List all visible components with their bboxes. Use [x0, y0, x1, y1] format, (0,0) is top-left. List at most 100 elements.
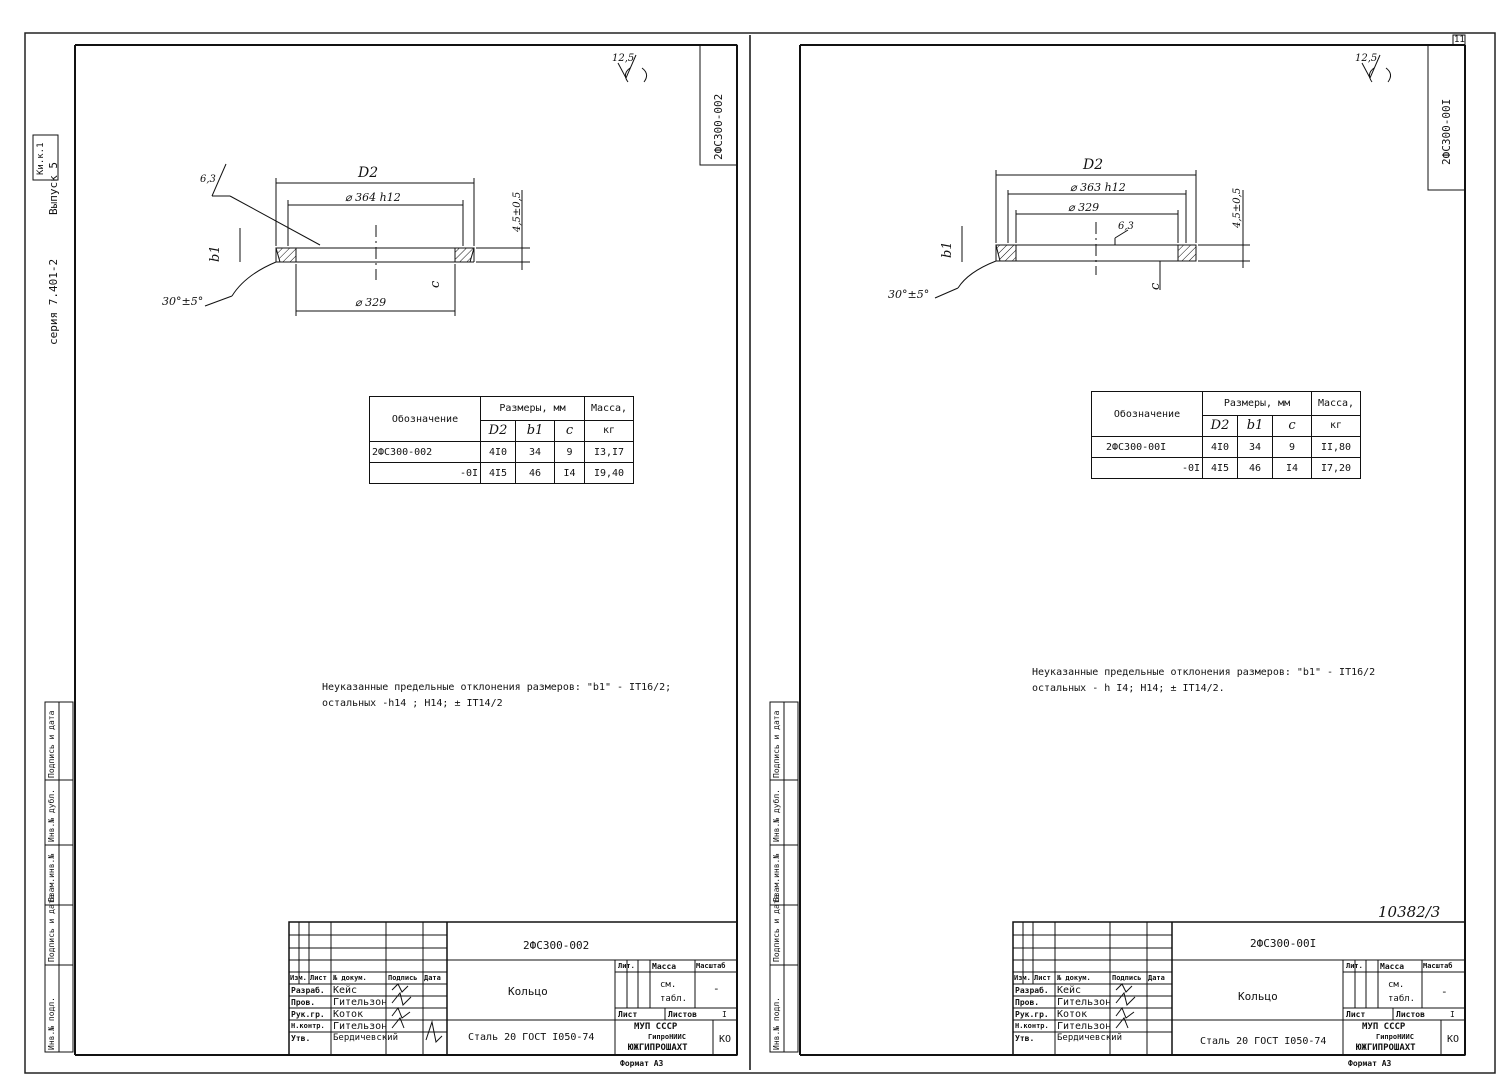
col-designation: Обозначение [369, 396, 481, 442]
dim-b1-left: b1 [208, 245, 223, 262]
role-prov-r: Пров. [1015, 998, 1040, 1007]
org-1: МУП СССР [634, 1022, 678, 1032]
stamp-sign2-label: Подпись и дата [47, 710, 56, 778]
person-2-r: Гительзон [1057, 997, 1112, 1008]
hdr-izm-r: Изм. [1014, 974, 1031, 982]
title-material-right: Сталь 20 ГОСТ I050-74 [1200, 1036, 1327, 1047]
person-5-r: Бердичевский [1057, 1033, 1123, 1043]
stamp-dup-label: Инв.№ дубл. [47, 789, 56, 842]
table-row: -0I 4I5 46 I4 I7,20 [1091, 457, 1361, 479]
note-line2-left: остальных -h14 ; H14; ± IT14/2 [322, 698, 503, 709]
role-ruk: Рук.гр. [291, 1010, 325, 1019]
note-line2-right: остальных - h I4; H14; ± IT14/2. [1032, 683, 1225, 694]
table-row: 2ФС300-002 4I0 34 9 I3,I7 [369, 441, 634, 463]
person-3-r: Коток [1057, 1009, 1088, 1020]
person-4-r: Гительзон [1057, 1021, 1112, 1032]
title-code-left: 2ФС300-002 [523, 939, 590, 952]
col-mass: Масса, [584, 396, 634, 421]
org-3-r: ЮЖГИПРОШАХТ [1356, 1043, 1416, 1053]
hdr-doc: № докум. [333, 974, 367, 982]
person-3: Коток [333, 1009, 364, 1020]
person-4: Гительзон [333, 1021, 388, 1032]
mass-label-r: Масса [1380, 962, 1405, 971]
hdr-izm: Изм. [290, 974, 307, 982]
stamp-replace-label: Взам.инв.№ [47, 853, 56, 902]
hdr-sign: Подпись [388, 974, 418, 982]
stamp-sign-label: Подпись и дата [47, 894, 56, 962]
col-sizes: Размеры, мм [480, 396, 585, 421]
scale-value: - [713, 982, 720, 995]
col-sizes: Размеры, мм [1202, 391, 1312, 416]
stamp-inv-label: Инв.№ подл. [47, 997, 56, 1050]
dim-angle-left: 30°±5° [162, 295, 204, 308]
person-2: Гительзон [333, 997, 388, 1008]
side-code-right: 2ФС300-00I [1440, 98, 1453, 165]
hdr-sign-r: Подпись [1112, 974, 1142, 982]
sheet-label: Ки.к.1 [36, 142, 46, 175]
sheet-number: 11 [1454, 35, 1465, 45]
spec-table-left: Обозначение Размеры, мм Масса, D2 b1 c к… [369, 396, 634, 484]
note-line1-right: Неуказанные предельные отклонения размер… [1032, 667, 1376, 678]
hdr-date: Дата [424, 974, 441, 982]
format-label: Формат А3 [620, 1059, 664, 1068]
dim-D2-left: D2 [358, 165, 379, 181]
dim-height-right: 4,5±0,5 [1232, 187, 1243, 228]
role-razrab-r: Разраб. [1015, 986, 1049, 995]
title-material-left: Сталь 20 ГОСТ I050-74 [468, 1032, 595, 1043]
ko-label-r: КО [1447, 1034, 1460, 1045]
sub-D2: D2 [480, 419, 516, 443]
dim-D2-right: D2 [1083, 157, 1104, 173]
sheets-label-r: Листов [1396, 1010, 1425, 1019]
sub-b1: b1 [515, 419, 555, 443]
role-nkontr-r: Н.контр. [1015, 1022, 1049, 1030]
col-mass-unit: кг [1311, 414, 1361, 438]
scale-label-r: Масштаб [1423, 962, 1453, 970]
roughness-left: 12,5 [612, 53, 635, 64]
org-2: ГипроНИИС [648, 1033, 686, 1041]
roughness-right: 12,5 [1355, 53, 1378, 64]
person-5: Бердичевский [333, 1033, 399, 1043]
issue-label: Выпуск 5 [47, 162, 60, 215]
sub-c: c [1272, 414, 1312, 438]
dim-height-left: 4,5±0,5 [512, 191, 523, 232]
role-razrab: Разраб. [291, 986, 325, 995]
col-designation: Обозначение [1091, 391, 1203, 437]
format-label-r: Формат А3 [1348, 1059, 1392, 1068]
sheet-label-tb: Лист [618, 1010, 638, 1019]
role-utv: Утв. [291, 1034, 311, 1043]
org-1-r: МУП СССР [1362, 1022, 1406, 1032]
mass-value: см. табл. [660, 980, 688, 1004]
ko-label: КО [719, 1034, 732, 1045]
col-mass-unit: кг [584, 419, 634, 443]
note-line1-left: Неуказанные предельные отклонения размер… [322, 682, 672, 693]
person-1: Кейс [333, 985, 358, 996]
col-mass: Масса, [1311, 391, 1361, 416]
scale-label: Масштаб [696, 962, 726, 970]
sub-b1: b1 [1237, 414, 1273, 438]
sub-c: c [554, 419, 585, 443]
dim-angle-right: 30°±5° [888, 288, 930, 301]
dim-outer-left: ⌀ 364 h12 [345, 191, 401, 204]
stamp-dup-label-r: Инв.№ дубл. [772, 789, 781, 842]
rough-chamfer-left: 6,3 [200, 174, 216, 185]
person-1-r: Кейс [1057, 985, 1082, 996]
dim-b1-right: b1 [940, 241, 955, 258]
rough-chamfer-right: 6,3 [1118, 221, 1134, 232]
table-row: -0I 4I5 46 I4 I9,40 [369, 462, 634, 484]
role-nkontr: Н.контр. [291, 1022, 325, 1030]
org-2-r: ГипроНИИС [1376, 1033, 1414, 1041]
stamp-inv-label-r: Инв.№ подл. [772, 997, 781, 1050]
scale-value-r: - [1441, 985, 1448, 998]
dim-inner-left: ⌀ 329 [355, 296, 387, 309]
hdr-date-r: Дата [1148, 974, 1165, 982]
stamp-sign-label-r: Подпись и дата [772, 894, 781, 962]
title-code-right: 2ФС300-00I [1250, 937, 1317, 950]
stamp-sign2-label-r: Подпись и дата [772, 710, 781, 778]
sheets-value-r: I [1450, 1010, 1455, 1019]
lit-label: Лит. [618, 962, 635, 970]
table-row: 2ФС300-00I 4I0 34 9 II,80 [1091, 436, 1361, 458]
sheets-label: Листов [668, 1010, 697, 1019]
role-ruk-r: Рук.гр. [1015, 1010, 1049, 1019]
stamp-replace-label-r: Взам.инв.№ [772, 853, 781, 902]
